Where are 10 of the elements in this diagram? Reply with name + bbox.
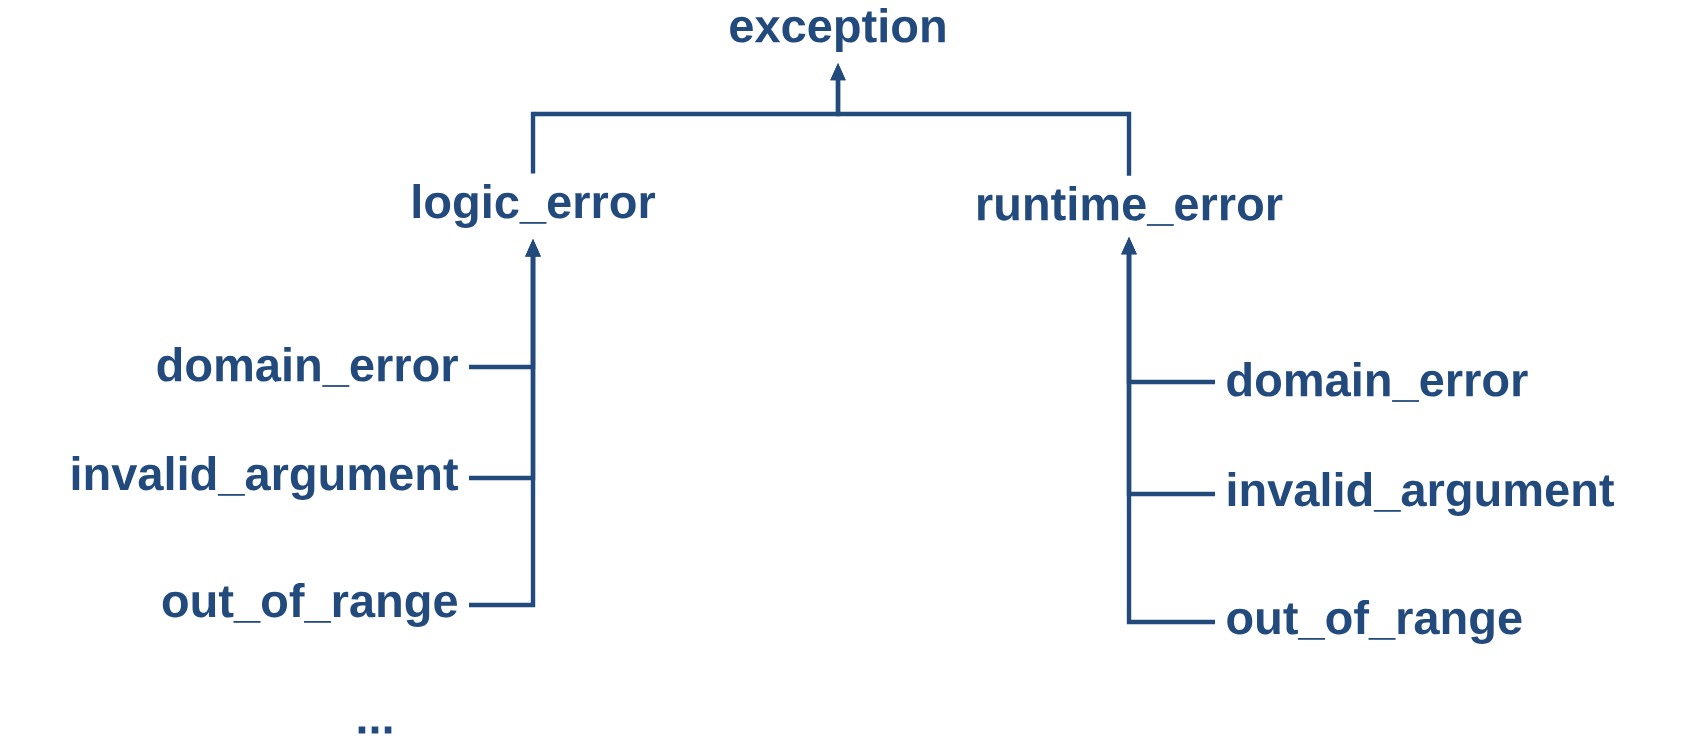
class-name: invalid_argument — [1228, 472, 1614, 516]
class-name: exception — [730, 8, 945, 52]
class-name: domain_error — [1227, 362, 1528, 402]
class-name: invalid_argument — [72, 456, 459, 500]
class-name: logic_error — [413, 184, 656, 228]
class-name: out_of_range — [1227, 600, 1522, 644]
ellipsis: ... — [358, 726, 392, 734]
class-name: domain_error — [157, 347, 458, 387]
class-name: runtime_error — [978, 186, 1283, 226]
class-name: out_of_range — [162, 583, 457, 627]
